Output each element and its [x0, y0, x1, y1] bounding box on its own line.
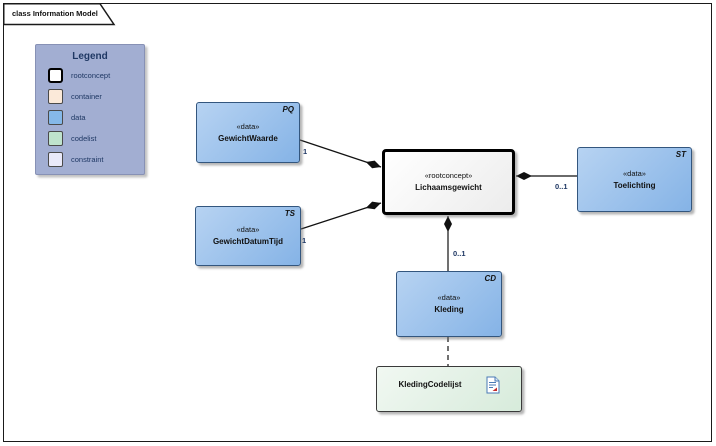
multiplicity-label: 1 — [302, 236, 307, 245]
node-kledingcodelijst: KledingCodelijst — [376, 366, 522, 412]
node-name: GewichtWaarde — [218, 133, 278, 143]
legend-item-label: codelist — [71, 133, 97, 143]
node-gewichtwaarde: PQ «data» GewichtWaarde — [196, 102, 300, 163]
type-marker: ST — [675, 150, 686, 159]
node-stereotype: «data» — [236, 225, 260, 234]
diagram-frame — [3, 3, 712, 442]
node-kleding: CD «data» Kleding — [396, 271, 502, 337]
legend-item-label: data — [71, 112, 86, 122]
type-marker: TS — [284, 209, 295, 218]
legend-swatch-data — [48, 109, 63, 125]
node-name: KledingCodelijst — [398, 380, 462, 389]
legend-swatch-container — [48, 88, 63, 104]
node-gewichtdatumtijd: TS «data» GewichtDatumTijd — [195, 206, 301, 266]
node-lichaamsgewicht: «rootconcept» Lichaamsgewicht — [382, 149, 515, 215]
linked-document-icon — [486, 376, 500, 394]
legend-item-rootconcept: rootconcept — [48, 67, 144, 83]
multiplicity-label: 1 — [303, 147, 308, 156]
type-marker: PQ — [282, 105, 294, 114]
node-stereotype: «data» — [236, 121, 260, 131]
legend-item-label: rootconcept — [71, 70, 111, 80]
diagram-title: class Information Model — [12, 9, 98, 18]
multiplicity-label: 0..1 — [453, 249, 466, 258]
legend-item-codelist: codelist — [48, 130, 144, 146]
legend-item-constraint: constraint — [48, 151, 144, 167]
legend-item-label: constraint — [71, 154, 104, 164]
legend-item-label: container — [71, 91, 102, 101]
node-stereotype: «data» — [623, 168, 646, 178]
legend-title: Legend — [72, 51, 108, 62]
legend-item-data: data — [48, 109, 144, 125]
node-stereotype: «rootconcept» — [424, 171, 473, 180]
legend-swatch-codelist — [48, 130, 63, 146]
legend: Legend rootconcept container data codeli… — [35, 44, 145, 175]
node-name: Toelichting — [613, 180, 656, 190]
node-name: Lichaamsgewicht — [415, 183, 482, 192]
node-toelichting: ST «data» Toelichting — [577, 147, 692, 212]
node-stereotype: «data» — [437, 293, 461, 302]
node-name: GewichtDatumTijd — [212, 237, 284, 246]
type-marker: CD — [484, 274, 496, 283]
diagram-tab — [3, 3, 116, 26]
legend-swatch-rootconcept — [48, 67, 63, 83]
legend-swatch-constraint — [48, 151, 63, 167]
node-name: Kleding — [434, 305, 464, 314]
legend-item-container: container — [48, 88, 144, 104]
multiplicity-label: 0..1 — [555, 182, 568, 191]
